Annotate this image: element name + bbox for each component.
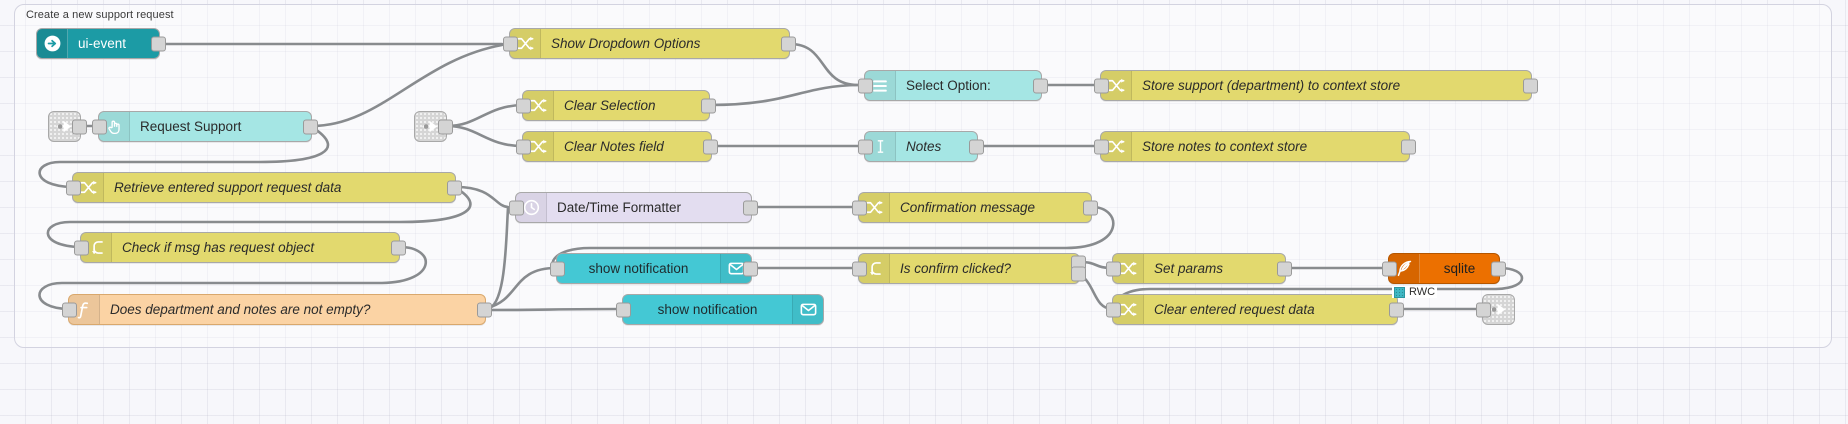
node-label: Clear Notes field [564, 139, 664, 154]
text-cursor-icon [865, 132, 896, 161]
input-port[interactable] [1094, 139, 1109, 154]
input-port[interactable] [852, 261, 867, 276]
flow-group-label: Create a new support request [26, 9, 174, 21]
node-date-time-formatter[interactable]: Date/Time Formatter [509, 192, 758, 223]
node-label: Store notes to context store [1142, 139, 1308, 154]
output-port[interactable] [701, 98, 716, 113]
input-port[interactable] [1094, 78, 1109, 93]
node-show-notification-bottom[interactable]: show notification [616, 294, 824, 325]
node-label: Clear entered request data [1154, 302, 1315, 317]
output-port[interactable] [703, 139, 718, 154]
node-set-params[interactable]: Set params [1106, 253, 1292, 284]
arrow-circle-right-icon [37, 29, 68, 58]
output-port[interactable] [1033, 78, 1048, 93]
input-port[interactable] [1476, 302, 1491, 317]
node-label: Is confirm clicked? [900, 261, 1012, 276]
node-confirmation-message[interactable]: Confirmation message [852, 192, 1098, 223]
link-in-node-request[interactable] [48, 111, 87, 142]
node-show-dropdown-options[interactable]: Show Dropdown Options [503, 28, 796, 59]
node-clear-entered-request-data[interactable]: Clear entered request data [1106, 294, 1404, 325]
input-port[interactable] [1106, 302, 1121, 317]
output-port[interactable] [72, 119, 87, 134]
node-label: Notes [906, 139, 942, 154]
node-label: Request Support [140, 119, 242, 134]
node-does-department-and-notes-not-empty[interactable]: Does department and notes are not empty? [62, 294, 492, 325]
output-port[interactable] [1389, 302, 1404, 317]
node-label: Clear Selection [564, 98, 656, 113]
node-label: Does department and notes are not empty? [110, 302, 371, 317]
input-port[interactable] [509, 200, 524, 215]
output-port[interactable] [1401, 139, 1416, 154]
input-port[interactable] [852, 200, 867, 215]
node-store-support-to-context[interactable]: Store support (department) to context st… [1094, 70, 1538, 101]
output-port[interactable] [391, 240, 406, 255]
node-label: Check if msg has request object [122, 240, 315, 255]
output-port[interactable] [477, 302, 492, 317]
node-retrieve-entered-support-request-data[interactable]: Retrieve entered support request data [66, 172, 462, 203]
output-port-2[interactable] [1071, 266, 1086, 282]
output-port[interactable] [781, 36, 796, 51]
output-port[interactable] [743, 200, 758, 215]
node-label: Retrieve entered support request data [114, 180, 342, 195]
input-port[interactable] [858, 139, 873, 154]
input-port[interactable] [858, 78, 873, 93]
input-port[interactable] [66, 180, 81, 195]
link-in-icon [422, 120, 438, 133]
input-port[interactable] [516, 139, 531, 154]
output-port[interactable] [447, 180, 462, 195]
input-port[interactable] [516, 98, 531, 113]
input-port[interactable] [616, 302, 631, 317]
node-label: sqlite [1443, 261, 1476, 276]
output-port[interactable] [969, 139, 984, 154]
link-in-icon [56, 120, 72, 133]
node-label: Confirmation message [900, 200, 1036, 215]
input-port[interactable] [74, 240, 89, 255]
node-is-confirm-clicked[interactable]: Is confirm clicked? [852, 253, 1086, 284]
node-store-notes-to-context[interactable]: Store notes to context store [1094, 131, 1416, 162]
node-label: show notification [588, 261, 689, 276]
output-port[interactable] [303, 119, 318, 134]
link-out-icon [1490, 303, 1506, 316]
output-port[interactable] [1277, 261, 1292, 276]
node-show-notification-top[interactable]: show notification [550, 253, 758, 284]
output-port[interactable] [438, 119, 453, 134]
node-label: show notification [657, 302, 758, 317]
node-label: Date/Time Formatter [557, 200, 682, 215]
input-port[interactable] [503, 36, 518, 51]
output-port[interactable] [1491, 261, 1506, 276]
change-shuffle-icon [1113, 295, 1144, 324]
node-label: Show Dropdown Options [551, 36, 701, 51]
node-label: Set params [1154, 261, 1224, 276]
input-port[interactable] [1382, 261, 1397, 276]
clock-icon [516, 193, 547, 222]
node-notes[interactable]: Notes [858, 131, 984, 162]
link-in-node-mid[interactable] [414, 111, 453, 142]
status-badge-sqlite: RWC [1392, 286, 1438, 298]
node-clear-selection[interactable]: Clear Selection [516, 90, 716, 121]
node-label: Store support (department) to context st… [1142, 78, 1401, 93]
output-port[interactable] [1523, 78, 1538, 93]
link-out-node-end[interactable] [1476, 294, 1515, 325]
node-label: ui-event [78, 36, 127, 51]
node-check-if-msg-has-request-object[interactable]: Check if msg has request object [74, 232, 406, 263]
node-select-option[interactable]: Select Option: [858, 70, 1048, 101]
envelope-icon [792, 295, 823, 324]
output-port[interactable] [1083, 200, 1098, 215]
node-sqlite[interactable]: sqlite [1382, 253, 1506, 284]
output-port[interactable] [151, 36, 166, 51]
status-dot-icon [1394, 286, 1405, 298]
feather-icon [1389, 254, 1420, 283]
change-shuffle-icon [1101, 132, 1132, 161]
input-port[interactable] [1106, 261, 1121, 276]
change-shuffle-icon [859, 193, 890, 222]
node-label: Select Option: [906, 78, 991, 93]
input-port[interactable] [62, 302, 77, 317]
input-port[interactable] [92, 119, 107, 134]
status-text: RWC [1409, 286, 1436, 298]
node-ui-event[interactable]: ui-event [36, 28, 166, 59]
output-port[interactable] [743, 261, 758, 276]
node-clear-notes-field[interactable]: Clear Notes field [516, 131, 718, 162]
input-port[interactable] [550, 261, 565, 276]
node-request-support[interactable]: Request Support [92, 111, 318, 142]
